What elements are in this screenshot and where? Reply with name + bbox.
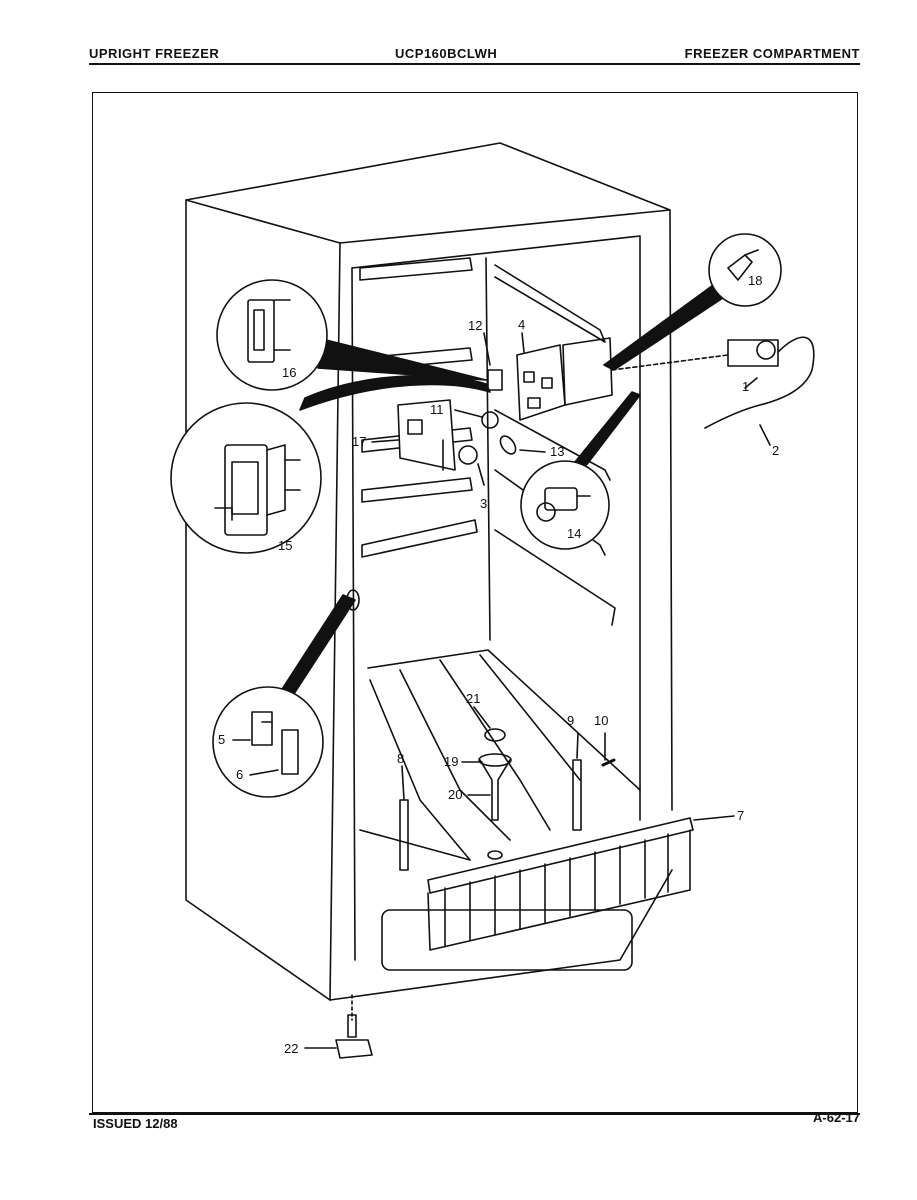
callout-5: 5 [218, 732, 225, 747]
header-product-type: UPRIGHT FREEZER [89, 46, 220, 61]
drain-assembly [478, 728, 512, 860]
header-section-title: FREEZER COMPARTMENT [684, 46, 860, 61]
detail-callout-15 [170, 374, 491, 554]
control-housing-part-4 [516, 337, 613, 421]
detail-callout-18 [603, 233, 782, 371]
callout-leaders [232, 332, 771, 1049]
callout-19: 19 [444, 754, 458, 769]
callout-10: 10 [594, 713, 608, 728]
callout-21: 21 [466, 691, 480, 706]
light-bulb-part-3 [458, 445, 478, 465]
callout-6: 6 [236, 767, 243, 782]
callout-14: 14 [567, 526, 581, 541]
thermostat-part-1 [704, 336, 815, 429]
thermostat-leader [611, 354, 729, 371]
callout-4: 4 [518, 317, 525, 332]
bracket-part-9 [572, 759, 582, 831]
callout-20: 20 [448, 787, 462, 802]
footer-rule [89, 1113, 860, 1115]
callout-3: 3 [480, 496, 487, 511]
callout-11: 11 [430, 402, 444, 417]
callout-16: 16 [282, 365, 296, 380]
basket-part-7 [427, 817, 694, 951]
footer-page-code: A-62-17 [813, 1110, 860, 1125]
callout-2: 2 [772, 443, 779, 458]
knob-part-13 [499, 435, 517, 455]
callout-8: 8 [397, 751, 404, 766]
callout-7: 7 [737, 808, 744, 823]
callout-22: 22 [284, 1041, 298, 1056]
header-rule [89, 63, 860, 65]
bracket-part-8 [399, 799, 409, 871]
callout-15: 15 [278, 538, 292, 553]
leveling-leg-part-22 [335, 994, 373, 1059]
detail-callout-5-6 [212, 589, 360, 798]
callout-13: 13 [550, 444, 564, 459]
cabinet-body [185, 142, 673, 1001]
switch-part-12 [487, 369, 503, 391]
clip-part-10 [601, 758, 616, 767]
callout-1: 1 [742, 379, 749, 394]
diagram-frame [92, 92, 858, 1113]
callout-18: 18 [748, 273, 762, 288]
header-model-number: UCP160BCLWH [395, 46, 498, 61]
callout-17: 17 [352, 434, 366, 449]
detail-callout-14 [520, 391, 641, 550]
detail-callout-16 [216, 279, 487, 391]
footer-issued-date: ISSUED 12/88 [93, 1116, 178, 1131]
callout-9: 9 [567, 713, 574, 728]
light-cover-part-17 [397, 399, 456, 471]
callout-12: 12 [468, 318, 482, 333]
socket-part-11 [481, 411, 499, 429]
